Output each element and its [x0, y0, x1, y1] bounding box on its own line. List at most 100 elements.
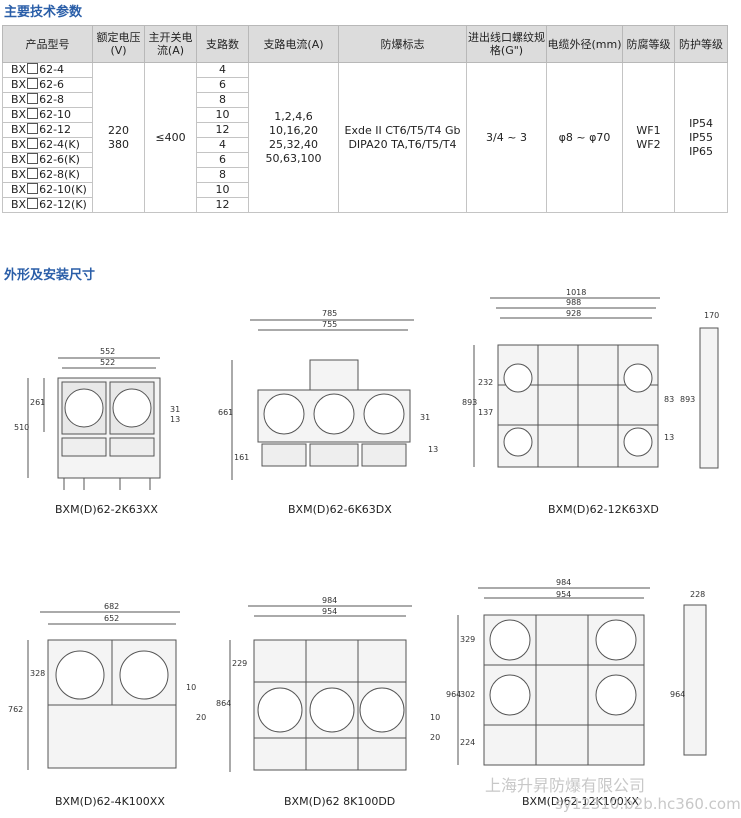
placeholder-box — [27, 168, 39, 179]
cable-cell: φ8 ~ φ70 — [546, 62, 623, 213]
ex-mark-cell-line: Exde II CT6/T5/T4 Gb — [344, 123, 461, 137]
placeholder-box — [27, 108, 39, 119]
dim-label: 682 — [104, 602, 119, 611]
dim-label: 83 — [664, 395, 674, 404]
placeholder-box — [27, 93, 39, 104]
dim-label: 161 — [234, 453, 249, 462]
model-prefix: BX — [11, 138, 27, 151]
col-voltage: 额定电压(V) — [92, 25, 145, 63]
dim-label: 302 — [460, 690, 475, 699]
model-prefix: BX — [11, 168, 27, 181]
dim-label: 137 — [478, 408, 493, 417]
placeholder-box — [27, 138, 39, 149]
dim-label: 232 — [478, 378, 493, 387]
watermark-company: 上海升昇防爆有限公司 — [485, 776, 646, 795]
branch-current-cell-line: 10,16,20 — [269, 123, 318, 137]
figure-label: BXM(D)62-12K100XX — [522, 795, 639, 808]
dim-label: 661 — [218, 408, 233, 417]
placeholder-box — [27, 123, 39, 134]
dim-label: 261 — [30, 398, 45, 407]
dim-label: 984 — [322, 596, 337, 605]
model-prefix: BX — [11, 123, 27, 136]
drawing-12k100 — [457, 587, 707, 766]
model-suffix: 62-10(K) — [39, 183, 87, 196]
drawing-4k100 — [27, 611, 180, 770]
dims-section-title: 外形及安装尺寸 — [4, 268, 96, 283]
drawing-6k63 — [231, 319, 414, 480]
col-anticorrosion: 防腐等级 — [622, 25, 675, 63]
model-suffix: 62-8 — [39, 93, 65, 106]
dim-label: 762 — [8, 705, 23, 714]
dim-label: 170 — [704, 311, 719, 320]
placeholder-box — [27, 183, 39, 194]
col-protection: 防护等级 — [674, 25, 728, 63]
dim-label: 1018 — [566, 288, 586, 297]
dim-label: 652 — [104, 614, 119, 623]
placeholder-box — [27, 198, 39, 209]
dim-label: 229 — [232, 659, 247, 668]
dim-label: 954 — [322, 607, 337, 616]
model-suffix: 62-6(K) — [39, 153, 80, 166]
model-prefix: BX — [11, 78, 27, 91]
cable-cell-line: φ8 ~ φ70 — [558, 130, 611, 144]
spec-section-title: 主要技术参数 — [4, 5, 83, 20]
dim-label: 893 — [462, 398, 477, 407]
ex-mark-cell-line: DIPA20 TA,T6/T5/T4 — [348, 137, 457, 151]
dim-label: 928 — [566, 309, 581, 318]
dim-label: 964 — [670, 690, 685, 699]
figure-label: BXM(D)62-12K63XD — [548, 503, 659, 516]
model-prefix: BX — [11, 198, 27, 211]
placeholder-box — [27, 153, 39, 164]
dim-label: 552 — [100, 347, 115, 356]
dim-label: 785 — [322, 309, 337, 318]
protection-cell-line: IP65 — [689, 144, 713, 158]
anticorrosion-cell-line: WF2 — [636, 137, 661, 151]
dim-label: 984 — [556, 578, 571, 587]
placeholder-box — [27, 63, 39, 74]
branch-current-cell-line: 25,32,40 — [269, 137, 318, 151]
model-suffix: 62-6 — [39, 78, 65, 91]
figure-label: BXM(D)62 8K100DD — [284, 795, 396, 808]
dim-label: 864 — [216, 699, 231, 708]
dim-label: 224 — [460, 738, 475, 747]
dim-label: 20 — [430, 733, 440, 742]
protection-cell-line: IP55 — [689, 130, 713, 144]
dim-label: 988 — [566, 298, 581, 307]
branch-count-cell: 12 — [196, 197, 249, 213]
model-prefix: BX — [11, 93, 27, 106]
branch-current-cell-line: 1,2,4,6 — [274, 109, 313, 123]
model-prefix: BX — [11, 108, 27, 121]
dim-label: 13 — [664, 433, 674, 442]
dim-label: 893 — [680, 395, 695, 404]
dim-label: 13 — [170, 415, 180, 424]
spec-header-row: 产品型号 额定电压(V) 主开关电流(A) 支路数 支路电流(A) 防爆标志 进… — [2, 25, 728, 63]
model-prefix: BX — [11, 153, 27, 166]
voltage-cell-line: 220 — [108, 123, 129, 137]
dim-label: 954 — [556, 590, 571, 599]
dim-label: 31 — [170, 405, 180, 414]
placeholder-box — [27, 78, 39, 89]
dim-label: 13 — [428, 445, 438, 454]
model-suffix: 62-8(K) — [39, 168, 80, 181]
main-current-cell-line: ≤400 — [155, 130, 186, 144]
protection-cell-line: IP54 — [689, 116, 713, 130]
dim-label: 228 — [690, 590, 705, 599]
spec-table: 产品型号 额定电压(V) 主开关电流(A) 支路数 支路电流(A) 防爆标志 进… — [2, 25, 728, 213]
figure-label: BXM(D)62-2K63XX — [55, 503, 158, 516]
drawing-12k63 — [473, 297, 719, 469]
voltage-cell-line: 380 — [108, 137, 129, 151]
